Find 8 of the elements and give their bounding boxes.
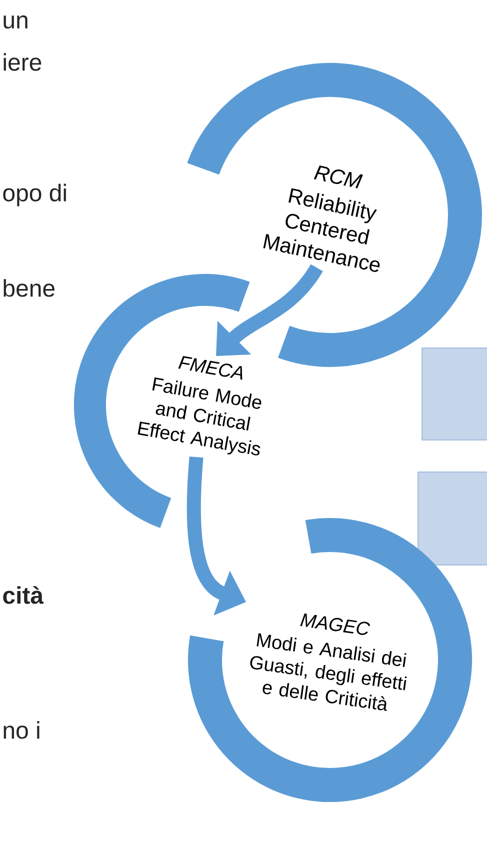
text-fragment: cità [3,586,44,604]
text-fragment: opo di [3,184,66,206]
text-fragment: un [4,15,28,29]
arrow [216,264,323,356]
text-fragment: no i [4,721,40,739]
node-label: MAGEC Modi e Analisi dei Guasti, degli effetti e delle Criticità [250,613,407,711]
node-label: FMECA Failure Mode and Critical Effect Analysis [138,356,262,456]
text-fragment: iere [4,53,42,71]
